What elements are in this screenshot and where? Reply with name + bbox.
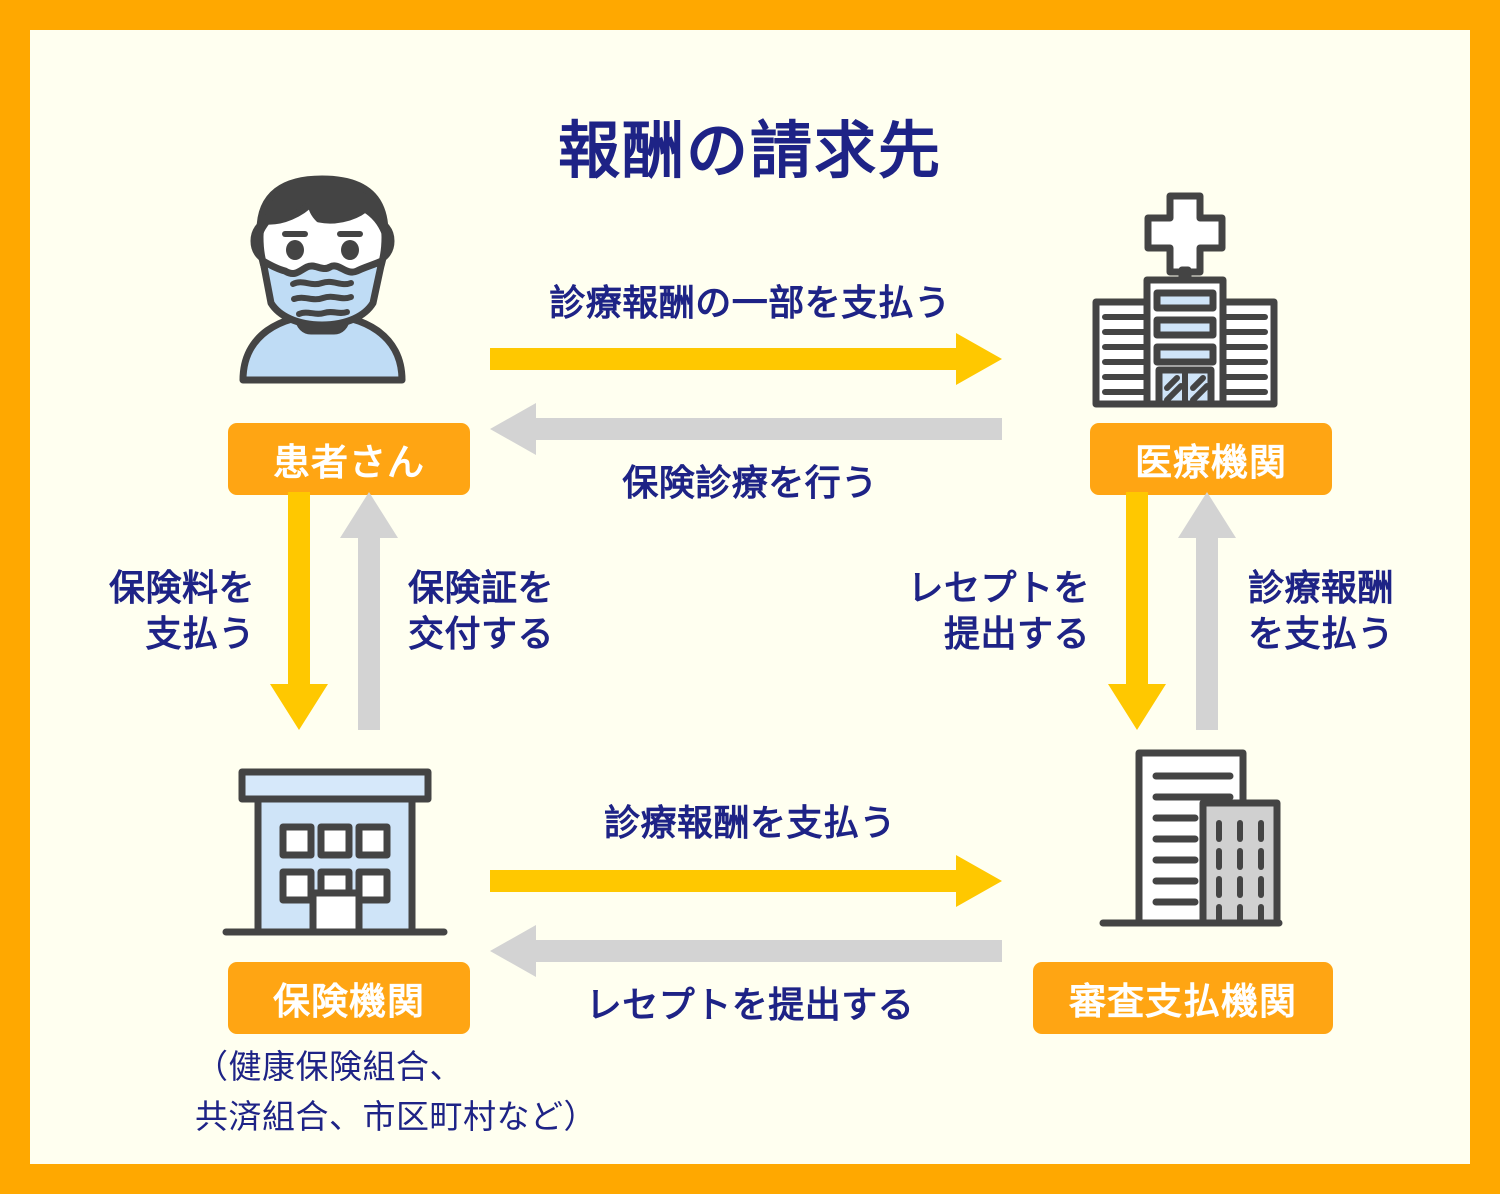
- arrow-up-gray-left: [340, 492, 398, 730]
- flow-label-left-up: 保険証を 交付する: [408, 567, 555, 655]
- office-building-icon: [220, 765, 450, 945]
- node-label-patient: 患者さん: [228, 423, 470, 495]
- flow-label-right-down: レセプトを 提出する: [907, 567, 1090, 655]
- arrow-left-gray-bottom: [490, 925, 1002, 977]
- node-label-medical-institution: 医療機関: [1090, 423, 1332, 495]
- node-label-insurer: 保険機関: [228, 962, 470, 1034]
- page-title: 報酬の請求先: [557, 117, 942, 186]
- hospital-building-icon: [1085, 190, 1285, 408]
- arrow-down-yellow-left: [270, 492, 328, 730]
- flow-label-right-up: 診療報酬 を支払う: [1248, 567, 1395, 655]
- document-building-icon: [1095, 745, 1285, 935]
- arrow-right-yellow-top: [490, 333, 1002, 385]
- flow-label-bottom-back: レセプトを提出する: [585, 984, 915, 1025]
- node-label-review-payment-agency: 審査支払機関: [1033, 962, 1333, 1034]
- insurer-note: （健康保険組合、 共済組合、市区町村など）: [195, 1048, 597, 1135]
- flow-label-top-forward: 診療報酬の一部を支払う: [549, 282, 951, 323]
- diagram-inner-panel: 報酬の請求先: [30, 30, 1470, 1164]
- flow-label-bottom-forward: 診療報酬を支払う: [603, 802, 896, 843]
- arrow-up-gray-right: [1178, 492, 1236, 730]
- flow-label-top-back: 保険診療を行う: [622, 462, 878, 503]
- flow-label-left-down: 保険料を 支払う: [108, 567, 255, 655]
- arrow-right-yellow-bottom: [490, 855, 1002, 907]
- masked-person-icon: [215, 175, 430, 385]
- arrow-down-yellow-right: [1108, 492, 1166, 730]
- arrow-left-gray-top: [490, 403, 1002, 455]
